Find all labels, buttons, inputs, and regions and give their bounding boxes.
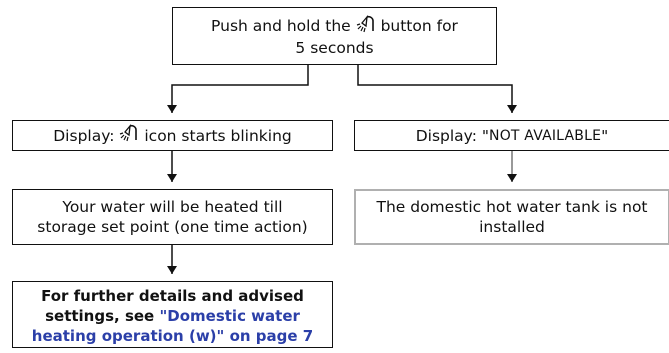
- domestic-water-heating-link[interactable]: "Domestic water heating operation (w)" o…: [31, 307, 314, 345]
- display-blinking-box: Display: icon starts blinking: [12, 120, 333, 151]
- not-installed-line-1: The domestic hot water tank is not: [376, 198, 648, 216]
- connector-start-left: [167, 64, 309, 113]
- further-details-box: For further details and advised settings…: [12, 281, 333, 348]
- display-right-prefix: Display: ": [415, 126, 490, 145]
- connector-start-right: [357, 64, 517, 113]
- details-line-1: For further details and advised: [41, 287, 304, 305]
- shower-hand-icon: [356, 14, 376, 38]
- display-left-text-before: Display:: [53, 126, 115, 145]
- start-line-1: Push and hold the button for: [211, 14, 458, 38]
- details-line-2: settings, see: [45, 307, 155, 325]
- not-installed-line-2: installed: [479, 218, 545, 236]
- heated-line-1: Your water will be heated till: [62, 198, 283, 216]
- start-text-after: button for: [380, 16, 458, 35]
- start-line-2: 5 seconds: [295, 38, 374, 57]
- display-left-text-after: icon starts blinking: [144, 126, 292, 145]
- display-right-suffix: ": [601, 126, 609, 145]
- shower-hand-icon: [119, 123, 139, 147]
- start-text-before: Push and hold the: [211, 16, 351, 35]
- heated-line-2: storage set point (one time action): [37, 218, 308, 236]
- water-heated-box: Your water will be heated till storage s…: [12, 189, 333, 245]
- start-box: Push and hold the button for 5 seconds: [172, 7, 497, 65]
- tank-not-installed-box: The domestic hot water tank is not insta…: [354, 189, 669, 245]
- display-not-available-box: Display: "NOT AVAILABLE": [354, 120, 669, 151]
- not-available-status: NOT AVAILABLE: [489, 127, 602, 144]
